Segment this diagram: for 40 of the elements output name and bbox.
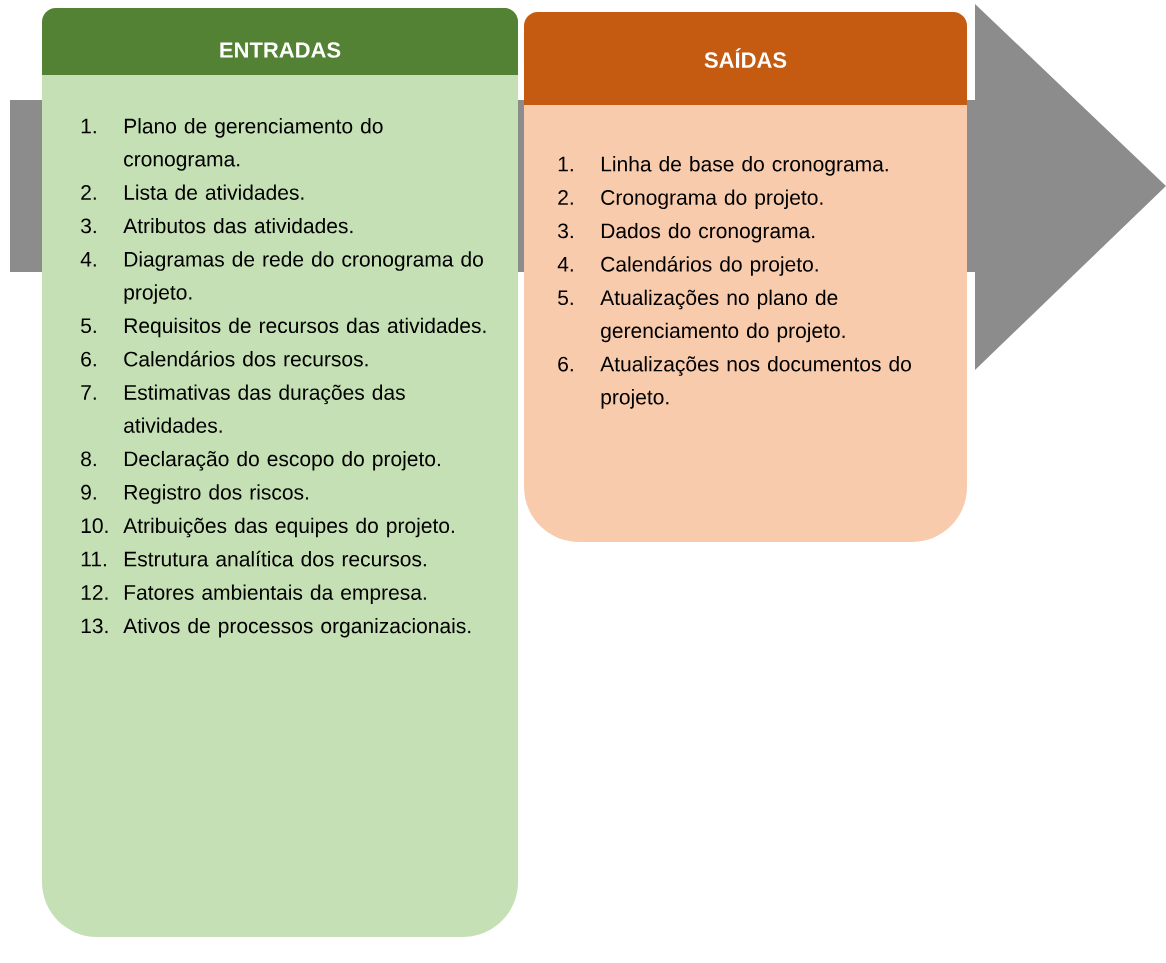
list-item: Cronograma do projeto. (601, 189, 823, 210)
list-number: 13. (81, 618, 108, 634)
list-item: Atualizações no plano de gerenciamento do projeto. (600, 289, 845, 343)
list-number: 3. (558, 223, 573, 239)
list-number: 12. (81, 585, 108, 600)
list-number: 1. (558, 156, 573, 172)
list-item: Ativos de processos organizacionais. (123, 617, 471, 638)
list-item: Requisitos de recursos das atividades. (124, 317, 486, 338)
list-number: 8. (81, 451, 96, 467)
list-number: 5. (81, 318, 96, 334)
panel-heading: ENTRADAS (220, 42, 341, 58)
list-item: Estimativas das durações das atividades. (124, 384, 405, 433)
list-number: 2. (81, 185, 96, 200)
list-item: Declaração do escopo do projeto. (124, 450, 440, 471)
list-item: Registro dos riscos. (124, 484, 308, 504)
list-item: Linha de base do cronograma. (601, 156, 888, 176)
list-number: 6. (81, 351, 96, 367)
list-item: Atualizações nos documentos do projeto. (600, 356, 911, 409)
list-item: Calendários dos recursos. (124, 350, 368, 367)
list-number: 4. (80, 252, 96, 267)
list-number: 2. (558, 190, 573, 205)
list-number: 6. (558, 356, 573, 372)
list-number: 11. (81, 551, 106, 567)
list-number: 4. (557, 257, 573, 272)
list-item: Estrutura analítica dos recursos. (124, 550, 426, 567)
panel-heading: SAÍDAS (704, 48, 787, 68)
list-item: Lista de atividades. (124, 184, 304, 200)
list-number: 3. (81, 218, 96, 234)
list-number: 7. (81, 385, 96, 400)
list-number: 5. (558, 290, 573, 306)
list-number: 10. (81, 518, 108, 534)
list-number: 9. (81, 484, 96, 500)
list-item: Atribuições das equipes do projeto. (123, 517, 454, 538)
list-item: Diagramas de rede do cronograma do projeto. (124, 251, 483, 304)
list-item: Calendários do projeto. (601, 256, 818, 276)
list-number: 1. (81, 118, 96, 134)
list-item: Fatores ambientais da empresa. (124, 584, 426, 605)
list-item: Dados do cronograma. (601, 222, 815, 243)
list-item: Atributos das atividades. (123, 217, 353, 234)
list-item: Plano de gerenciamento do cronograma. (124, 118, 383, 171)
